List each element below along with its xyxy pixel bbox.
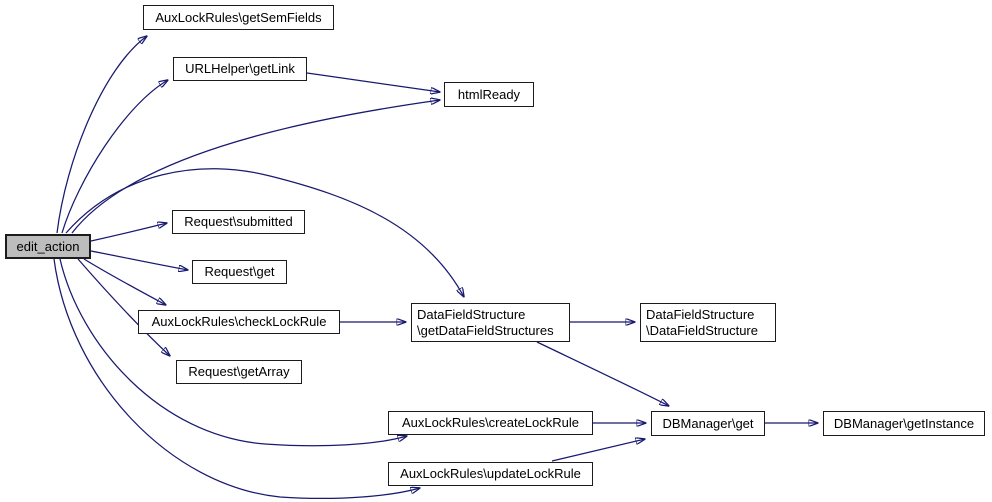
edge-edit_action-to-submitted <box>90 223 167 242</box>
node-auxlockrules-createlockrule[interactable]: AuxLockRules\createLockRule <box>388 411 593 435</box>
node-urlhelper-getlink[interactable]: URLHelper\getLink <box>173 57 307 81</box>
edge-getLink-to-htmlReady <box>306 72 440 92</box>
node-request-getarray[interactable]: Request\getArray <box>176 360 302 384</box>
node-dbmanager-get[interactable]: DBManager\get <box>651 411 765 436</box>
edge-updateLockRule-to-dbmanager_get <box>551 439 645 462</box>
node-auxlockrules-getsemfields[interactable]: AuxLockRules\getSemFields <box>143 5 334 30</box>
edge-edit_action-to-getDataFieldStructures <box>65 168 464 297</box>
node-htmlready[interactable]: htmlReady <box>444 82 534 107</box>
edge-edit_action-to-getSemFields <box>56 36 147 234</box>
node-dbmanager-getinstance[interactable]: DBManager\getInstance <box>823 411 985 436</box>
node-request-submitted[interactable]: Request\submitted <box>172 210 305 234</box>
edge-getDataFieldStructures-to-dbmanager_get <box>536 341 669 406</box>
node-datafieldstructure-getdatafieldstructures[interactable]: DataFieldStructure \getDataFieldStructur… <box>411 303 570 342</box>
edge-edit_action-to-getArray <box>77 258 170 356</box>
edge-edit_action-to-getLink <box>61 80 168 234</box>
edge-edit_action-to-updateLockRule <box>53 258 420 500</box>
edge-edit_action-to-checkLockRule <box>83 258 166 305</box>
node-datafieldstructure-constructor[interactable]: DataFieldStructure \DataFieldStructure <box>640 303 776 342</box>
node-edit-action: edit_action <box>5 234 91 259</box>
edge-edit_action-to-request_get <box>90 250 188 270</box>
node-auxlockrules-updatelockrule[interactable]: AuxLockRules\updateLockRule <box>388 462 593 486</box>
edge-edit_action-to-htmlReady <box>71 100 440 234</box>
node-request-get[interactable]: Request\get <box>192 260 287 284</box>
edge-edit_action-to-createLockRule <box>59 258 407 447</box>
node-auxlockrules-checklockrule[interactable]: AuxLockRules\checkLockRule <box>138 310 340 334</box>
